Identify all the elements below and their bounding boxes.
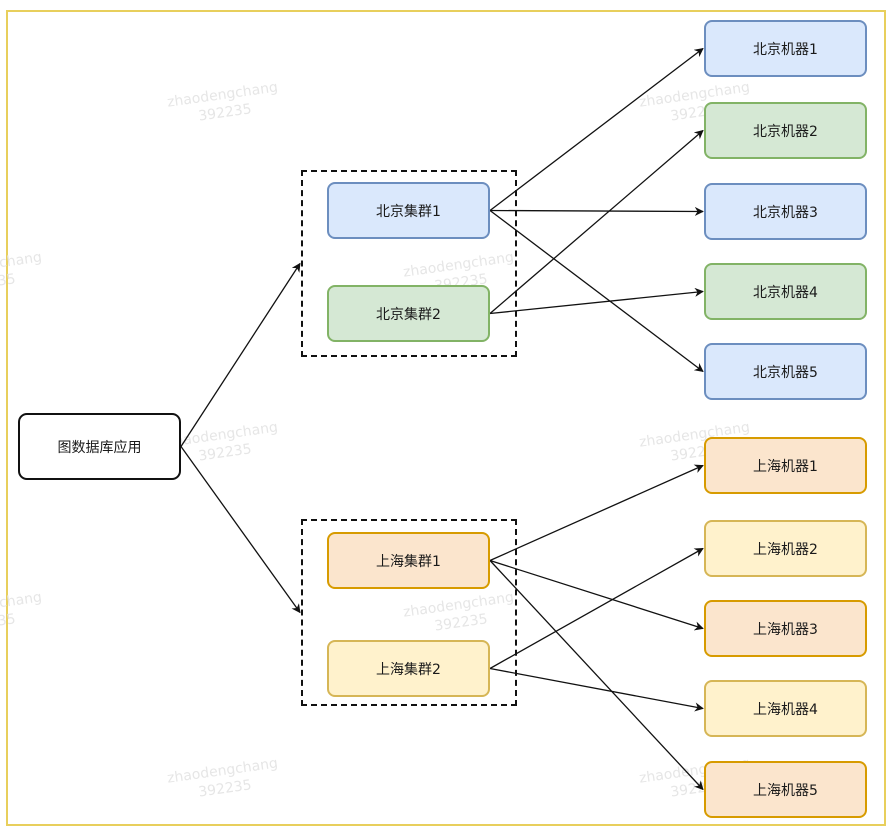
edge-sh1-to-shm5: [489, 560, 704, 791]
shanghai-cluster-group: [301, 519, 517, 706]
machine-node-bjm4[interactable]: 北京机器4: [704, 263, 867, 320]
machine-node-shm5[interactable]: 上海机器5: [704, 761, 867, 818]
edge-bj2-to-bjm2: [489, 129, 704, 314]
machine-label: 北京机器1: [753, 41, 818, 58]
edge-sh1-to-shm1: [489, 464, 704, 562]
machine-label: 上海机器2: [753, 541, 818, 558]
cluster-node-bj2[interactable]: 北京集群2: [327, 285, 490, 342]
machine-node-bjm1[interactable]: 北京机器1: [704, 20, 867, 77]
machine-label: 上海机器4: [753, 701, 818, 718]
cluster-node-sh2[interactable]: 上海集群2: [327, 640, 490, 697]
edge-bj1-to-bjm3: [489, 206, 704, 217]
machine-node-shm4[interactable]: 上海机器4: [704, 680, 867, 737]
machine-label: 北京机器2: [753, 123, 818, 140]
cluster-label: 上海集群1: [376, 553, 441, 570]
edge-app-to-bj-group: [180, 262, 301, 447]
edge-bj1-to-bjm5: [489, 209, 704, 373]
cluster-node-bj1[interactable]: 北京集群1: [327, 182, 490, 239]
edge-sh2-to-shm4: [489, 667, 704, 712]
edge-app-to-sh-group: [180, 446, 301, 614]
machine-node-shm3[interactable]: 上海机器3: [704, 600, 867, 657]
machine-label: 上海机器3: [753, 621, 818, 638]
beijing-cluster-group: [301, 170, 517, 357]
cluster-node-sh1[interactable]: 上海集群1: [327, 532, 490, 589]
cluster-label: 北京集群1: [376, 203, 441, 220]
machine-node-bjm3[interactable]: 北京机器3: [704, 183, 867, 240]
machine-node-bjm2[interactable]: 北京机器2: [704, 102, 867, 159]
edge-sh1-to-shm3: [489, 559, 704, 631]
machine-label: 北京机器3: [753, 204, 818, 221]
machine-label: 北京机器5: [753, 364, 818, 381]
edge-bj2-to-bjm4: [489, 287, 704, 315]
machine-node-shm2[interactable]: 上海机器2: [704, 520, 867, 577]
machine-node-shm1[interactable]: 上海机器1: [704, 437, 867, 494]
app-node[interactable]: 图数据库应用: [18, 413, 181, 480]
cluster-label: 上海集群2: [376, 661, 441, 678]
machine-label: 北京机器4: [753, 284, 818, 301]
cluster-label: 北京集群2: [376, 306, 441, 323]
edge-sh2-to-shm2: [489, 547, 704, 670]
app-node-label: 图数据库应用: [57, 439, 142, 456]
machine-node-bjm5[interactable]: 北京机器5: [704, 343, 867, 400]
machine-label: 上海机器1: [753, 458, 818, 475]
machine-label: 上海机器5: [753, 782, 818, 799]
edge-bj1-to-bjm1: [489, 47, 704, 212]
